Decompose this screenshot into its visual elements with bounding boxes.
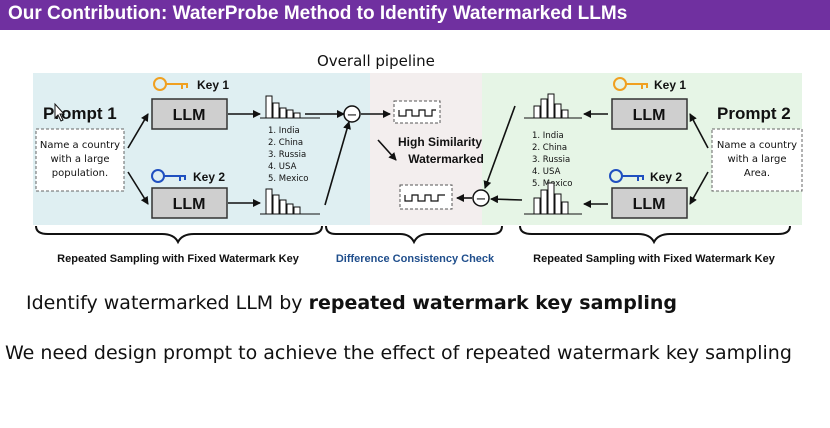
right-connector-bottom: [490, 195, 523, 204]
left-list-item: 5. Mexico: [268, 174, 309, 184]
left-prompt-label: Prompt 1: [43, 104, 117, 123]
right-prompt-box: [711, 128, 803, 192]
left-llm-top-label: LLM: [173, 107, 206, 124]
right-llm-bottom: [611, 187, 688, 219]
key-blue-icon: [609, 169, 644, 183]
similarity-line1: High Similarity: [398, 135, 482, 149]
right-caption: Repeated Sampling with Fixed Watermark K…: [533, 253, 776, 265]
middle-brace: [325, 225, 503, 245]
left-arrow-top: [127, 113, 149, 149]
key-gold-icon: [153, 77, 188, 91]
right-prompt-line: Name a country: [717, 140, 797, 151]
left-minus-circle: [343, 105, 361, 123]
right-llm-top-label: LLM: [633, 107, 666, 124]
diff-wave-top: [398, 109, 436, 117]
statement-line-1: Identify watermarked LLM by repeated wat…: [26, 292, 677, 314]
left-list-item: 1. India: [268, 126, 300, 136]
similarity-line2: Watermarked: [408, 152, 484, 166]
right-prompt-line: Area.: [744, 168, 770, 179]
right-list-item: 1. India: [532, 131, 564, 141]
right-prompt-label: Prompt 2: [717, 104, 791, 123]
right-brace: [519, 225, 791, 245]
key-blue-icon: [151, 169, 186, 183]
left-minus-symbol: −: [347, 108, 358, 123]
left-prompt-line: Name a country: [40, 140, 120, 151]
diff-wave-bottom: [404, 194, 445, 202]
left-llm-top: [151, 98, 228, 130]
right-histogram-bottom: [524, 182, 582, 215]
right-key1-label: Key 1: [654, 78, 686, 92]
diff-box-top: [393, 100, 441, 124]
right-list-item: 4. USA: [532, 167, 561, 177]
right-minus-circle: [472, 189, 490, 207]
right-arrow-top: [689, 113, 709, 149]
left-list-item: 4. USA: [268, 162, 297, 172]
right-llm-bottom-label: LLM: [633, 196, 666, 213]
right-connector-top: [483, 105, 516, 189]
left-connector-bottom: [324, 121, 351, 206]
left-key1-label: Key 1: [197, 78, 229, 92]
left-list-item: 3. Russia: [268, 150, 306, 160]
cursor-icon: [54, 102, 66, 122]
right-minus-symbol: −: [476, 192, 487, 207]
check-arrow: [377, 139, 397, 161]
left-llm-bottom: [151, 187, 228, 219]
right-list-item: 2. China: [532, 143, 567, 153]
right-prompt-line: with a large: [727, 154, 786, 165]
left-histogram-top: [260, 95, 320, 119]
left-prompt-line: with a large: [50, 154, 109, 165]
left-list-item: 2. China: [268, 138, 303, 148]
key-gold-icon: [613, 77, 648, 91]
left-brace: [35, 225, 323, 245]
right-arrow-bottom: [689, 171, 709, 205]
left-llm-bottom-label: LLM: [173, 196, 206, 213]
left-prompt-line: population.: [52, 168, 108, 179]
left-arrow-bottom: [127, 171, 149, 205]
pipeline-title: Overall pipeline: [317, 52, 435, 70]
right-llm-top: [611, 98, 688, 130]
left-key2-label: Key 2: [193, 170, 225, 184]
diff-box-bottom: [399, 184, 453, 210]
statement-line-2: We need design prompt to achieve the eff…: [5, 342, 792, 364]
left-caption: Repeated Sampling with Fixed Watermark K…: [57, 253, 300, 265]
title-bar: Our Contribution: WaterProbe Method to I…: [0, 0, 830, 30]
left-histogram-bottom: [260, 188, 320, 215]
statement-line-1-pre: Identify watermarked LLM by: [26, 292, 309, 314]
left-prompt-box: [35, 128, 125, 192]
right-histogram-top: [524, 93, 582, 119]
right-list-item: 3. Russia: [532, 155, 570, 165]
statement-line-1-bold: repeated watermark key sampling: [308, 292, 677, 314]
slide-title: Our Contribution: WaterProbe Method to I…: [8, 3, 628, 24]
middle-caption: Difference Consistency Check: [336, 253, 495, 265]
right-key2-label: Key 2: [650, 170, 682, 184]
